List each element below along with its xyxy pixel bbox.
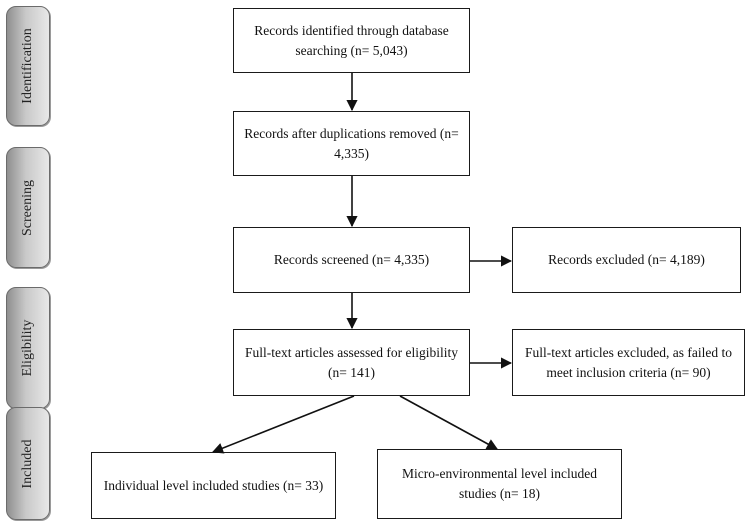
- box-full-text-assessed-text: Full-text articles assessed for eligibil…: [245, 344, 458, 380]
- box-full-text-excluded-text: Full-text articles excluded, as failed t…: [525, 344, 732, 380]
- box-records-screened-text: Records screened (n= 4,335): [273, 252, 430, 267]
- phase-identification: Identification: [6, 6, 50, 126]
- box-micro-included-text: Micro-environmental level included studi…: [402, 466, 597, 501]
- box-full-text-excluded: Full-text articles excluded, as failed t…: [512, 329, 745, 396]
- box-full-text-assessed: Full-text articles assessed for eligibil…: [233, 329, 470, 396]
- box-records-after-duplicates-text: Records after duplications removed (n= 4…: [244, 125, 459, 161]
- box-records-identified: Records identified through database sear…: [233, 8, 470, 73]
- phase-included: Included: [6, 407, 50, 520]
- box-records-after-duplicates: Records after duplications removed (n= 4…: [233, 111, 470, 176]
- box-individual-included-text: Individual level included studies (n= 33…: [103, 477, 324, 493]
- arrow-full-text-to-individual: [211, 395, 355, 454]
- box-records-screened: Records screened (n= 4,335): [233, 227, 470, 293]
- box-records-excluded: Records excluded (n= 4,189): [512, 227, 741, 293]
- phase-screening: Screening: [6, 147, 50, 268]
- box-records-excluded-text: Records excluded (n= 4,189): [548, 252, 705, 267]
- box-micro-included: Micro-environmental level included studi…: [377, 449, 622, 519]
- arrow-full-text-to-micro: [399, 395, 498, 450]
- box-records-identified-text: Records identified through database sear…: [254, 22, 449, 58]
